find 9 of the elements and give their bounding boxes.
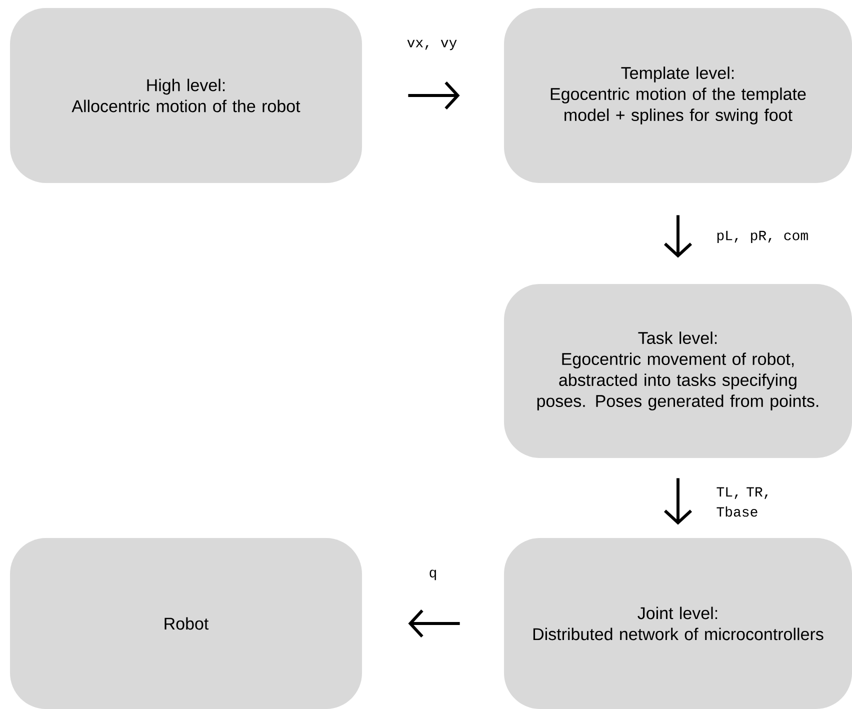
edge-label: pL, pR, com bbox=[717, 230, 808, 244]
edge-label: TL, TR, Tbase bbox=[716, 487, 768, 517]
edge-label: q bbox=[430, 570, 436, 580]
process-box: High level: Allocentric motion of the robot bbox=[10, 8, 362, 183]
process-box: Template level: Egocentric motion of the template model + splines for swing foot bbox=[504, 8, 852, 183]
edge-label: vx, vy bbox=[407, 40, 457, 50]
process-box: Robot bbox=[10, 538, 362, 709]
process-box: Task level: Egocentric movement of robot, abstracted into tasks specifying poses. Poses generated from points. bbox=[504, 284, 852, 458]
process-box: Joint level: Distributed network of microcontrollers bbox=[504, 538, 852, 709]
